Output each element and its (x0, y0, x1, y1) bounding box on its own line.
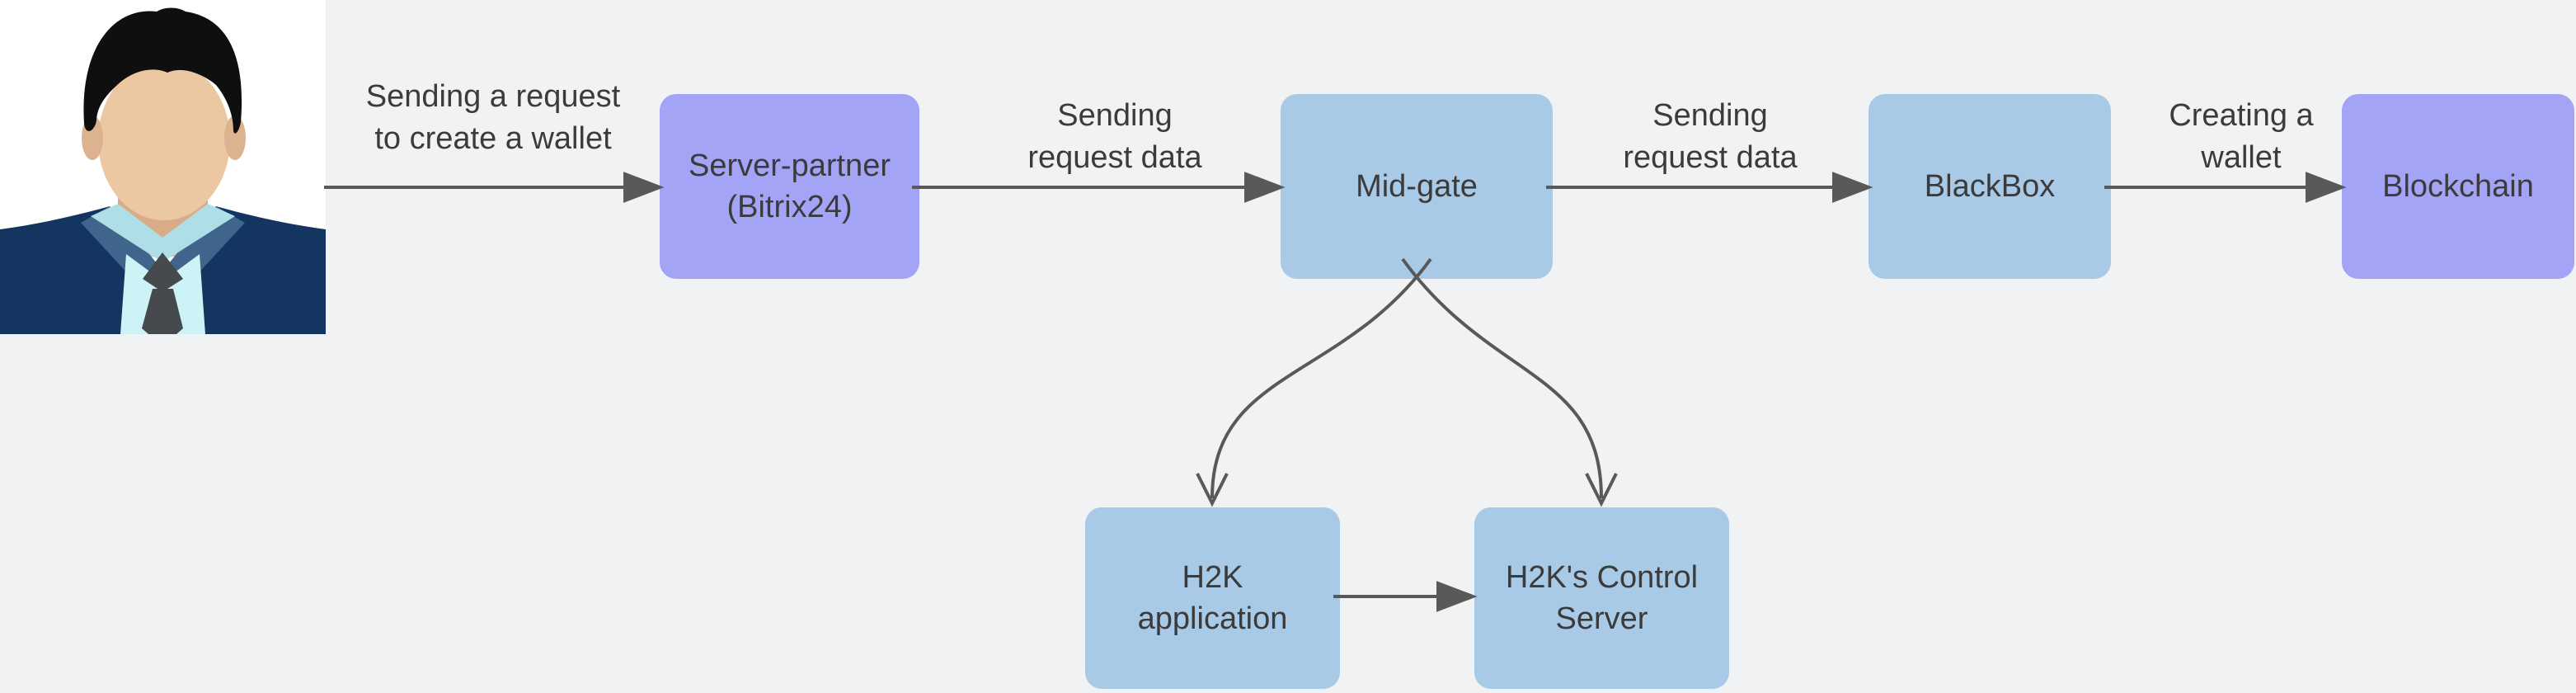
avatar-collar-left (91, 204, 162, 262)
edge-label-black-box-to-blockchain: Creating a wallet (2169, 98, 2314, 175)
edge-label-mid-gate-to-black-box: Sending request data (1623, 98, 1798, 175)
arrow-user-to-server-partner (324, 172, 665, 203)
node-h2k-control-server-label: H2K's Control Server (1505, 560, 1699, 636)
avatar-jacket-notch-right (233, 266, 326, 334)
arrowhead-icon (623, 172, 665, 203)
arrow-mid-gate-to-h2k-control-server (1401, 257, 1618, 507)
user-avatar (0, 0, 326, 334)
node-mid-gate: Mid-gate (1281, 94, 1553, 279)
node-h2k-control-server: H2K's Control Server (1474, 507, 1729, 689)
node-blockchain-label: Blockchain (2382, 169, 2534, 204)
node-h2k-application: H2K application (1085, 507, 1340, 689)
node-mid-gate-label: Mid-gate (1356, 169, 1478, 204)
arrow-mid-gate-to-h2k-application (1196, 257, 1432, 507)
businessman-avatar-icon (0, 0, 326, 334)
avatar-tie-knot (143, 252, 183, 292)
avatar-face (98, 60, 230, 220)
open-arrowhead-icon (1585, 473, 1618, 507)
node-black-box: BlackBox (1869, 94, 2111, 279)
node-server-partner: Server-partner (Bitrix24) (660, 94, 919, 279)
avatar-collar-right (162, 204, 235, 262)
edge-label-server-partner-to-mid-gate: Sending request data (1027, 98, 1202, 175)
node-black-box-label: BlackBox (1924, 169, 2056, 204)
avatar-hair (83, 7, 242, 134)
open-arrowhead-icon (1196, 473, 1229, 507)
node-blockchain: Blockchain (2342, 94, 2574, 279)
node-server-partner-label: Server-partner (Bitrix24) (689, 148, 891, 224)
arrowhead-icon (1436, 581, 1478, 612)
avatar-ear-right (224, 116, 246, 160)
arrowhead-icon (1244, 172, 1286, 203)
avatar-jacket-notch-left (0, 266, 92, 334)
arrow-curve (1210, 257, 1432, 499)
node-h2k-application-label: H2K application (1137, 560, 1288, 636)
arrow-h2k-application-to-h2k-control-server (1333, 581, 1478, 612)
arrow-curve (1401, 257, 1603, 499)
arrowhead-icon (1832, 172, 1873, 203)
avatar-tie-blade (142, 289, 183, 334)
edge-label-user-to-server-partner: Sending a request to create a wallet (365, 79, 621, 156)
